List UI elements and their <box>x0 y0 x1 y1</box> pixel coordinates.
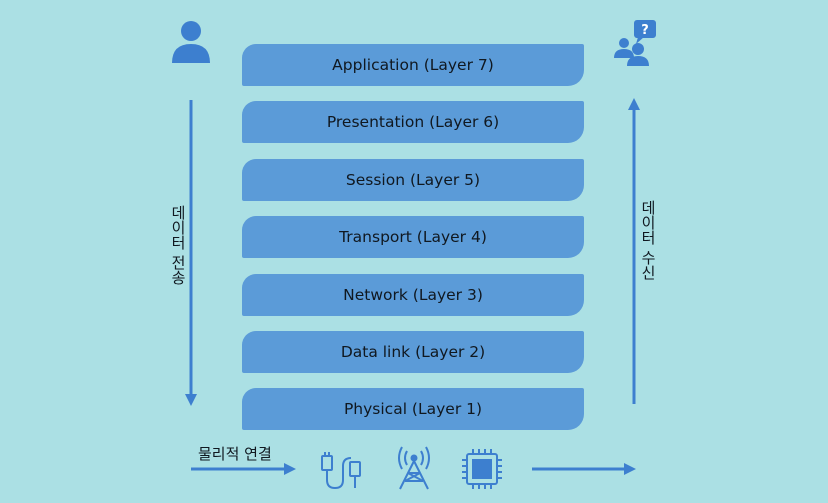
layer-label: Application (Layer 7) <box>332 56 494 74</box>
layer-presentation: Presentation (Layer 6) <box>242 101 584 143</box>
person-icon <box>172 21 210 63</box>
layer-network: Network (Layer 3) <box>242 274 584 316</box>
send-arrow <box>185 100 197 406</box>
layer-data-link: Data link (Layer 2) <box>242 331 584 373</box>
layer-label: Presentation (Layer 6) <box>326 113 500 131</box>
antenna-tower-icon <box>398 446 430 490</box>
cpu-chip-icon <box>462 449 502 489</box>
physical-in-arrow <box>191 463 296 475</box>
receive-label: 데이터 수신 <box>639 200 657 280</box>
layer-label: Session (Layer 5) <box>345 171 481 189</box>
layer-application: Application (Layer 7) <box>242 44 584 86</box>
layer-label: Network (Layer 3) <box>343 286 483 304</box>
people-question-icon: ? <box>614 20 656 66</box>
physical-out-arrow <box>532 463 636 475</box>
send-label: 데이터 전송 <box>169 205 187 285</box>
layer-physical: Physical (Layer 1) <box>242 388 584 430</box>
layer-transport: Transport (Layer 4) <box>242 216 584 258</box>
receive-arrow <box>628 98 640 404</box>
layer-label: Data link (Layer 2) <box>340 343 486 361</box>
usb-cable-icon <box>321 452 361 490</box>
layer-session: Session (Layer 5) <box>242 159 584 201</box>
layer-label: Transport (Layer 4) <box>339 228 487 246</box>
question-mark: ? <box>641 23 649 38</box>
layer-label: Physical (Layer 1) <box>343 400 483 418</box>
physical-connection-label: 물리적 연결 <box>198 445 272 463</box>
